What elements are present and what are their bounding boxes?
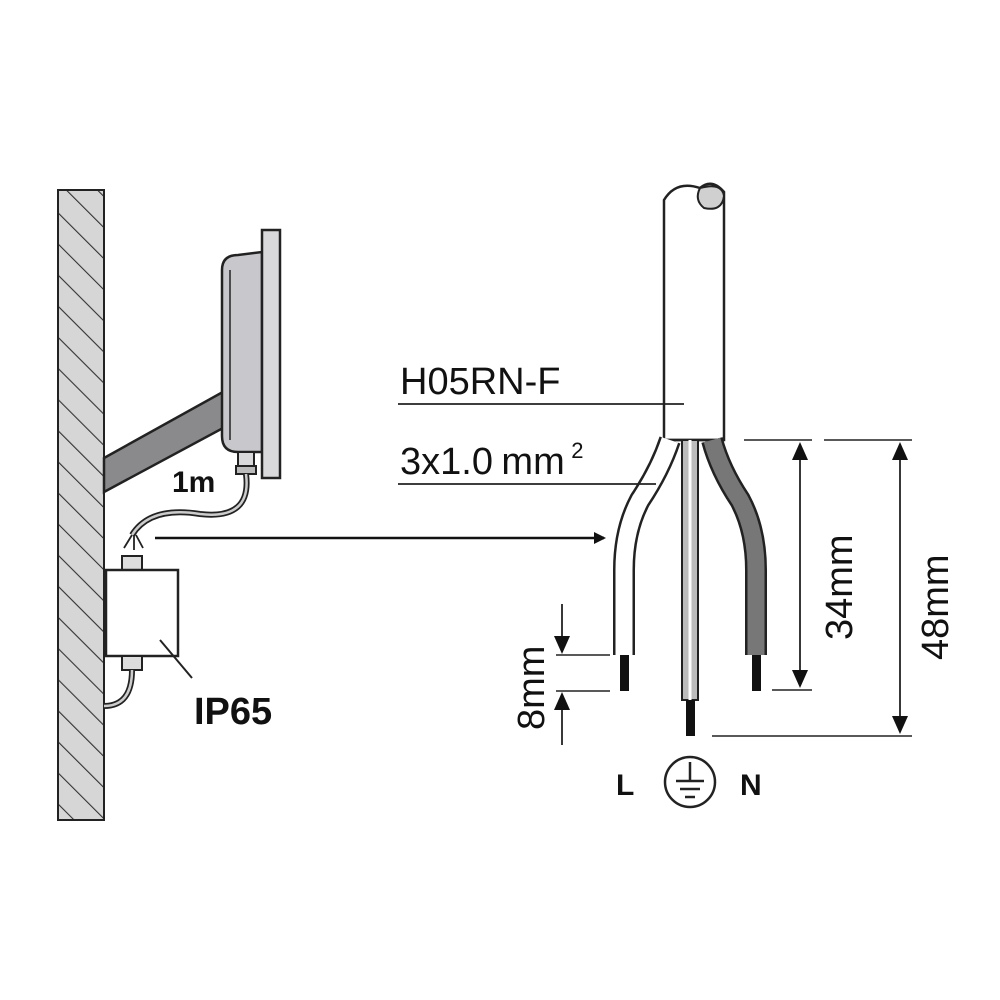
earth-ground-icon — [663, 755, 717, 809]
cross-section-value: 3x1.0 — [400, 441, 493, 483]
cable-jacket — [662, 182, 726, 442]
ip-rating-label: IP65 — [194, 691, 272, 733]
dim-8mm-label: 8mm — [511, 646, 553, 730]
cable-length-label: 1m — [172, 466, 215, 499]
dim-8mm — [554, 604, 610, 745]
dim-34mm-label: 34mm — [819, 534, 861, 640]
wire-live-label: L — [616, 769, 634, 802]
lamp-cable — [123, 473, 250, 550]
junction-box — [103, 555, 180, 709]
floodlight — [220, 228, 282, 480]
dim-48mm-label: 48mm — [915, 554, 957, 660]
dim-34mm — [744, 439, 812, 691]
wire-live — [613, 436, 681, 691]
cross-section-unit: mm — [501, 441, 564, 483]
cross-section-label: 3x1.0 mm 2 — [400, 438, 583, 483]
wall — [57, 189, 105, 821]
cross-section-exponent: 2 — [571, 438, 583, 463]
cable-type-label: H05RN-F — [400, 361, 560, 403]
wire-neutral-label: N — [740, 769, 762, 802]
wire-earth — [681, 439, 699, 736]
wire-neutral — [701, 437, 767, 691]
dim-48mm — [712, 439, 912, 737]
ip-leader-line — [159, 639, 193, 679]
